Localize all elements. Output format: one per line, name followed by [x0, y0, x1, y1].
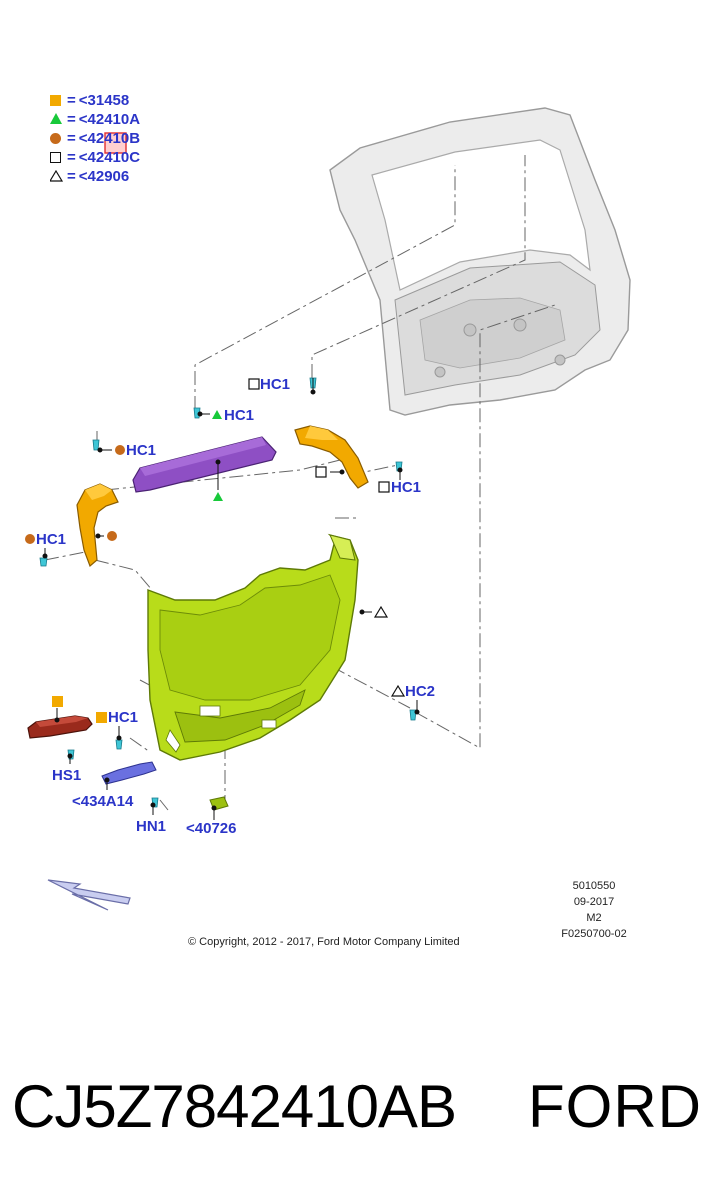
doc-date: 09-2017 [573, 896, 615, 908]
brand-name: FORD [528, 1073, 702, 1140]
legend-row-31458: = <31458 [50, 91, 129, 109]
callout-hc1: HC1 [108, 709, 139, 726]
callout-hc2: HC2 [405, 683, 436, 700]
callout-hc1: HC1 [126, 442, 157, 459]
legend-code: <31458 [78, 91, 130, 109]
callout-434a14: <434A14 [72, 793, 134, 810]
callout-hc1: HC1 [260, 376, 291, 393]
view-direction-arrow [47, 879, 131, 911]
doc-id: 5010550 [572, 880, 616, 892]
lower-bracket [101, 761, 157, 785]
left-pillar-trim [76, 483, 119, 568]
doc-rev: M2 [586, 912, 602, 924]
legend-row-42410b: = <42410B [50, 129, 140, 147]
part-number: CJ5Z7842410AB [12, 1073, 457, 1140]
legend-eq: = [67, 129, 76, 147]
callout-hc1: HC1 [391, 479, 422, 496]
legend-eq: = [67, 167, 76, 185]
upper-cross-trim [132, 436, 277, 493]
legend-row-42410c: = <42410C [50, 148, 140, 166]
callout-hc1: HC1 [224, 407, 255, 424]
copyright-notice: © Copyright, 2012 - 2017, Ford Motor Com… [188, 936, 460, 948]
lower-trim-panel [147, 533, 359, 761]
legend-code: <42906 [78, 167, 130, 185]
callout-hn1: HN1 [136, 818, 167, 835]
legend-code: <42410C [78, 148, 141, 166]
legend-code: <42410B [78, 129, 141, 147]
pull-handle-trim [27, 715, 93, 739]
legend-code: <42410A [78, 110, 141, 128]
legend-eq: = [67, 91, 76, 109]
legend-row-42906: = <42906 [50, 167, 129, 185]
green-triangle-icon [50, 113, 62, 124]
callout-hs1: HS1 [52, 767, 82, 784]
legend-highlight-marker [104, 132, 127, 154]
legend-eq: = [67, 148, 76, 166]
right-pillar-trim [294, 425, 369, 489]
callout-40726: <40726 [186, 820, 237, 837]
outline-square-icon [50, 151, 61, 163]
figure-id: F0250700-02 [561, 928, 627, 940]
document-meta: 5010550 09-2017 M2 F0250700-02 [552, 878, 636, 942]
callout-leaders [42, 378, 420, 820]
legend-eq: = [67, 110, 76, 128]
outline-triangle-icon [50, 170, 64, 182]
callout-symbols [25, 378, 406, 723]
legend-row-42410a: = <42410A [50, 110, 140, 128]
orange-square-icon [50, 94, 61, 106]
callout-hc1: HC1 [36, 531, 67, 548]
brown-circle-icon [50, 132, 61, 144]
